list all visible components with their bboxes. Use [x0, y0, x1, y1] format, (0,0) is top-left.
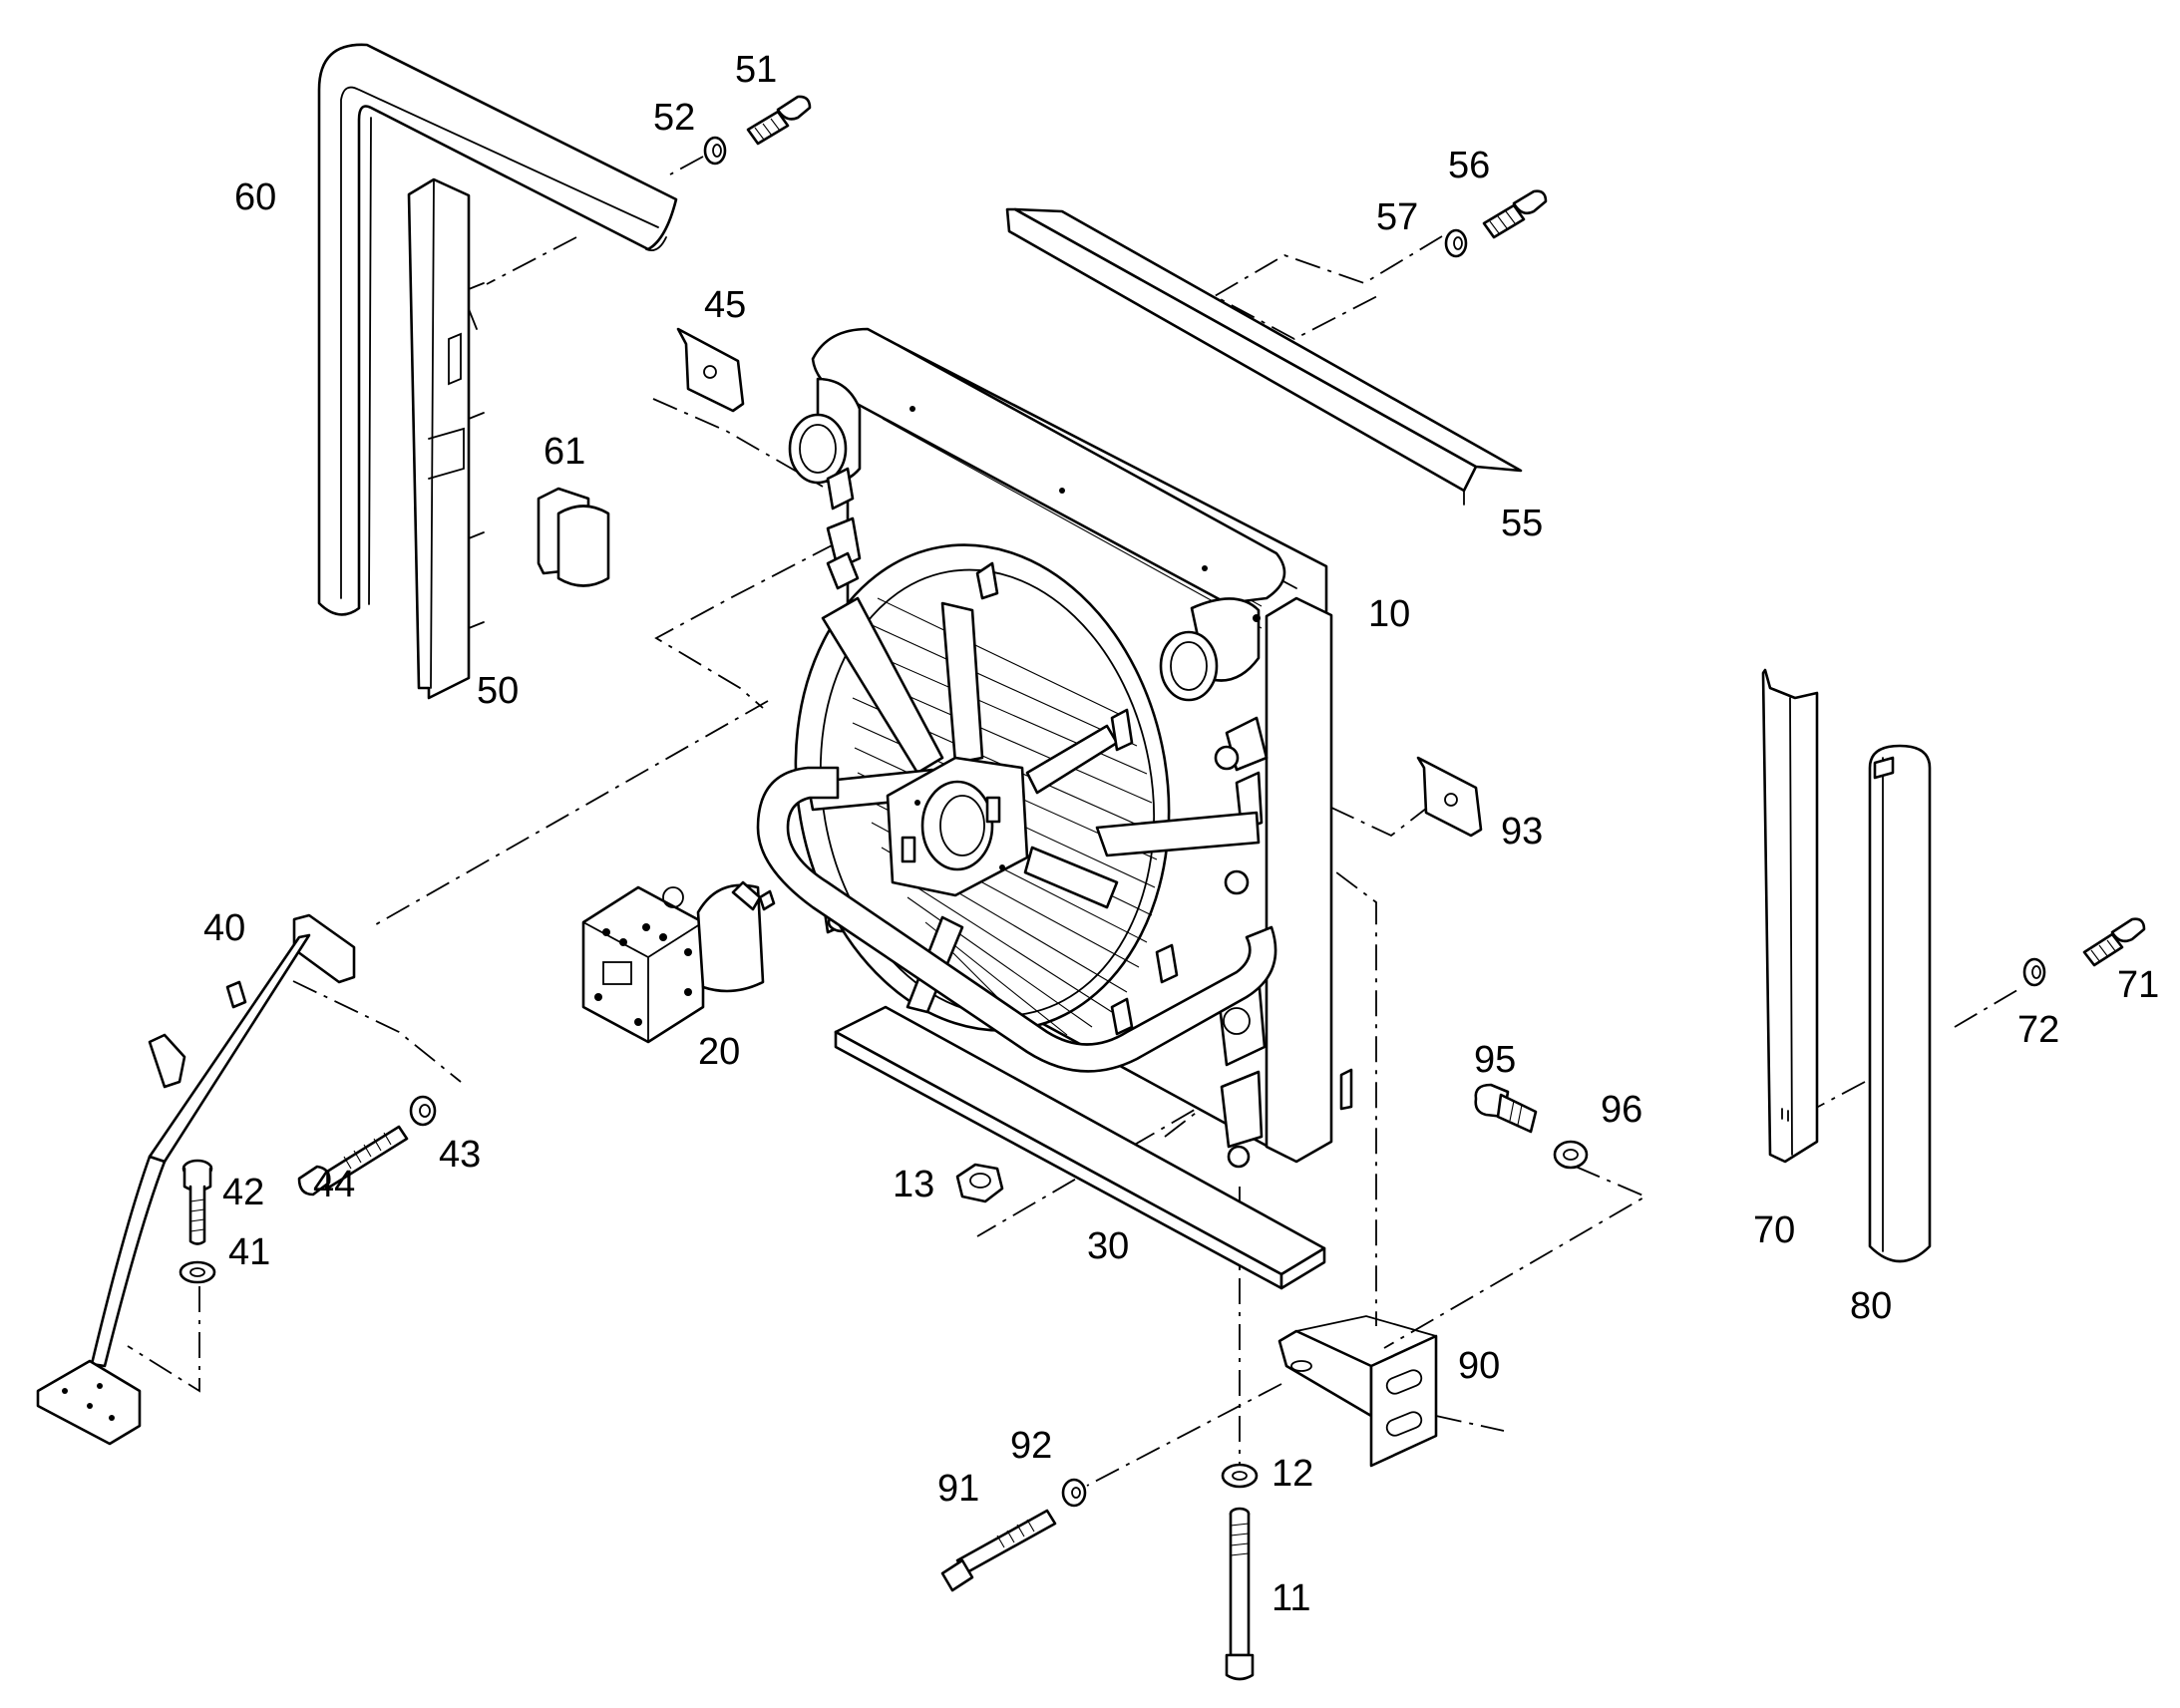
callout-70: 70: [1753, 1209, 1795, 1251]
part-42-bolt: [182, 1159, 213, 1245]
part-40-support-rod: [36, 913, 356, 1446]
part-52-washer: [703, 136, 727, 166]
part-56-screw: [1482, 189, 1548, 239]
callout-45: 45: [704, 284, 746, 326]
callout-11: 11: [1272, 1577, 1310, 1619]
callout-labels: 60 52 51 56 57 45 61 55 10 50 93 40 20 71 72 95 96 42 44 43…: [203, 49, 2159, 1619]
part-91-bolt: [940, 1509, 1057, 1592]
callout-52: 52: [653, 97, 695, 139]
callout-56: 56: [1448, 145, 1490, 186]
callout-51: 51: [735, 49, 777, 91]
callout-95: 95: [1474, 1039, 1516, 1081]
part-45-plate: [676, 327, 745, 413]
callout-40: 40: [203, 907, 245, 949]
callout-57: 57: [1376, 196, 1418, 238]
part-50-side-bracket: [407, 177, 485, 700]
callout-71: 71: [2117, 964, 2159, 1006]
callout-13: 13: [893, 1164, 934, 1205]
callout-10: 10: [1368, 593, 1410, 635]
part-11-long-bolt: [1225, 1507, 1255, 1681]
part-41-washer: [179, 1260, 216, 1284]
callout-12: 12: [1272, 1453, 1313, 1495]
part-95-bolt: [1474, 1083, 1538, 1134]
callout-92: 92: [1010, 1425, 1052, 1467]
callout-43: 43: [439, 1134, 481, 1176]
callout-50: 50: [477, 670, 519, 712]
part-57-washer: [1444, 228, 1468, 258]
fan-assembly: [756, 543, 1277, 1073]
part-72-washer: [2022, 957, 2046, 987]
part-96-washer: [1553, 1140, 1589, 1170]
part-51-screw: [746, 95, 812, 146]
callout-42: 42: [222, 1172, 264, 1213]
callout-91: 91: [937, 1468, 979, 1510]
callout-93: 93: [1501, 811, 1543, 853]
part-93-plate: [1416, 756, 1483, 838]
callout-30: 30: [1087, 1225, 1129, 1267]
part-61-clip: [537, 487, 610, 587]
part-80-tube: [1868, 744, 1932, 1263]
callout-60: 60: [234, 176, 276, 218]
part-13-nut: [955, 1163, 1004, 1203]
callout-44: 44: [313, 1164, 355, 1205]
part-55-top-strip: [1005, 207, 1523, 506]
part-12-washer: [1221, 1463, 1259, 1489]
part-92-washer: [1061, 1478, 1087, 1508]
part-43-washer: [409, 1095, 437, 1127]
callout-61: 61: [544, 431, 585, 473]
part-20-hydraulic-motor: [581, 880, 776, 1044]
callout-55: 55: [1501, 503, 1543, 544]
part-30-foam-strip: [834, 1005, 1326, 1290]
callout-96: 96: [1601, 1089, 1642, 1131]
callout-90: 90: [1458, 1345, 1500, 1387]
callout-20: 20: [698, 1031, 740, 1073]
callout-80: 80: [1850, 1285, 1892, 1327]
part-70-right-bracket: [1761, 668, 1819, 1164]
part-60-edge-profile: [317, 43, 678, 616]
part-44-bolt: [297, 1125, 409, 1196]
callout-72: 72: [2017, 1009, 2059, 1051]
part-90-angle-bracket: [1277, 1315, 1438, 1468]
part-71-screw: [2082, 917, 2146, 967]
callout-41: 41: [228, 1231, 270, 1273]
